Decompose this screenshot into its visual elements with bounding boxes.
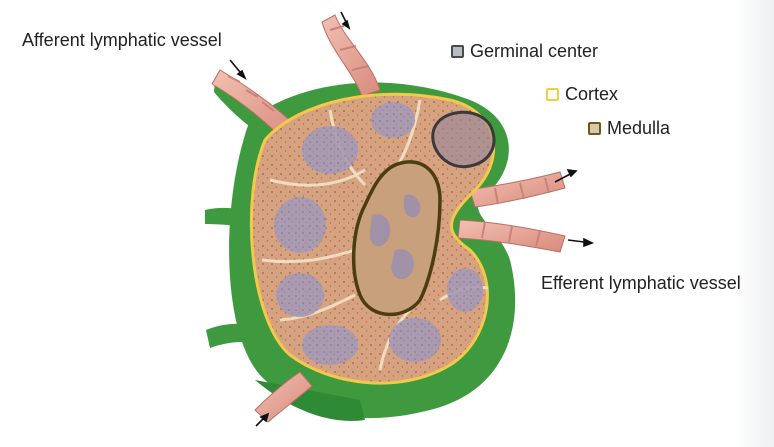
germinal-center-label: Germinal center	[470, 41, 599, 61]
legend-medulla: Medulla	[588, 118, 670, 139]
germinal-center-outline	[431, 110, 496, 169]
medulla-swatch	[588, 122, 601, 135]
efferent-vessel-lower	[457, 219, 566, 253]
medulla-label: Medulla	[607, 118, 671, 138]
efferent-vessel-upper	[469, 171, 566, 208]
arrows	[229, 11, 594, 427]
medulla-region	[351, 160, 442, 317]
afferent-vessel-label: Afferent lymphatic vessel	[22, 30, 222, 50]
legend-cortex: Cortex	[546, 84, 618, 105]
germinal-center-swatch	[451, 45, 464, 58]
cortex-label: Cortex	[565, 84, 619, 104]
medullary-cords	[369, 194, 421, 280]
afferent-vessel-bottom	[254, 371, 313, 423]
right-edge-shade	[734, 0, 774, 447]
follicles	[274, 102, 483, 365]
cortex-swatch	[546, 88, 559, 101]
legend-germinal-center: Germinal center	[451, 41, 598, 62]
efferent-vessel-label: Efferent lymphatic vessel	[541, 273, 741, 293]
